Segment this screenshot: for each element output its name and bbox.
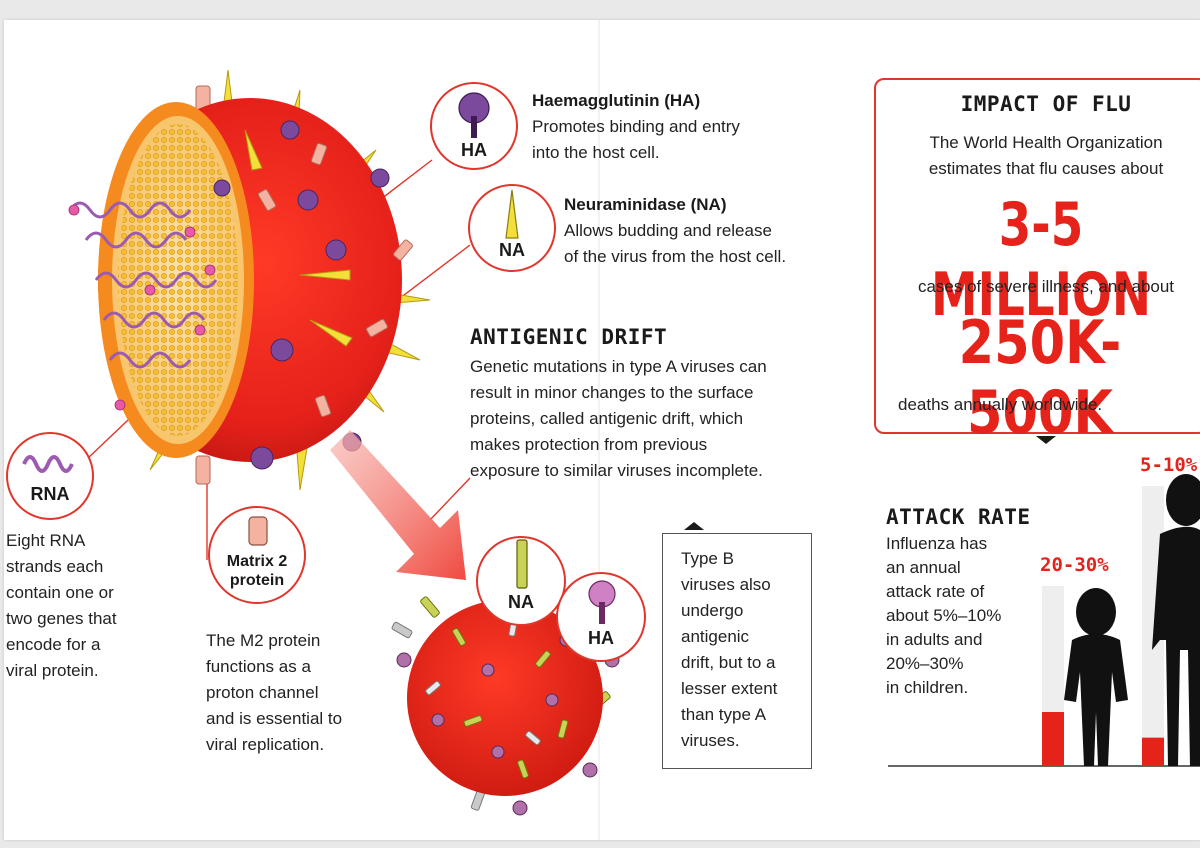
matrix2-icon bbox=[248, 516, 268, 546]
type-b-text-6: than type A bbox=[681, 705, 767, 724]
child-silhouette bbox=[1064, 588, 1128, 766]
haemagglutinin-line2: into the host cell. bbox=[532, 143, 660, 162]
rna-icon bbox=[22, 455, 74, 473]
na-icon bbox=[505, 189, 519, 239]
impact-big-deaths: 250K-500K bbox=[958, 308, 1122, 448]
type-b-text-5: lesser extent bbox=[681, 679, 778, 698]
rna-label: RNA bbox=[30, 484, 70, 504]
rna-callout: RNA bbox=[6, 432, 94, 520]
small-na-label: NA bbox=[508, 592, 534, 612]
child-bar-fill bbox=[1042, 712, 1064, 766]
rna-text-2: contain one or bbox=[6, 583, 114, 602]
attack-text-1: an annual bbox=[886, 558, 961, 577]
impact-mid: cases of severe illness, and about bbox=[917, 277, 1175, 296]
type-b-box: Type B viruses also undergo antigenic dr… bbox=[662, 533, 812, 769]
impact-line1: The World Health Organization bbox=[929, 133, 1163, 152]
rna-text-3: two genes that bbox=[6, 609, 117, 628]
rna-text-0: Eight RNA bbox=[6, 531, 86, 550]
rna-description: Eight RNA strands each contain one or tw… bbox=[6, 528, 156, 684]
small-na-callout: NA bbox=[476, 536, 566, 626]
small-ha-icon bbox=[588, 580, 616, 624]
m2-text-3: and is essential to bbox=[206, 709, 343, 728]
rna-text-4: encode for a bbox=[6, 635, 101, 654]
attack-text-4: in adults and bbox=[886, 630, 983, 649]
child-attack-percent: 20-30% bbox=[1040, 554, 1109, 576]
small-ha-label: HA bbox=[588, 628, 614, 648]
type-b-text-7: viruses. bbox=[681, 731, 740, 750]
m2-text-4: viral replication. bbox=[206, 735, 325, 754]
neuraminidase-line1: Allows budding and release bbox=[564, 221, 772, 240]
type-b-text-3: antigenic bbox=[681, 627, 750, 646]
type-b-pointer bbox=[684, 522, 704, 530]
impact-line2: estimates that flu causes about bbox=[928, 159, 1164, 178]
type-b-text-4: drift, but to a bbox=[681, 653, 776, 672]
adult-bar-fill bbox=[1142, 737, 1164, 766]
matrix2-label-line2: protein bbox=[229, 572, 285, 589]
attack-rate-title: ATTACK RATE bbox=[886, 505, 1031, 529]
impact-big-millions: 3-5 MILLION bbox=[930, 190, 1151, 330]
antigenic-drift-line-0: Genetic mutations in type A viruses can bbox=[470, 357, 767, 376]
page-fold bbox=[598, 20, 600, 840]
na-callout: NA bbox=[468, 184, 556, 272]
antigenic-drift-title: ANTIGENIC DRIFT bbox=[470, 325, 668, 349]
type-b-text-1: viruses also bbox=[681, 575, 771, 594]
small-na-icon bbox=[516, 539, 528, 589]
m2-description: The M2 protein functions as a proton cha… bbox=[206, 628, 386, 758]
adult-silhouette bbox=[1152, 474, 1200, 766]
ha-callout: HA bbox=[430, 82, 518, 170]
neuraminidase-line2: of the virus from the host cell. bbox=[564, 247, 787, 266]
ha-icon bbox=[458, 92, 490, 138]
rna-text-1: strands each bbox=[6, 557, 104, 576]
impact-box: IMPACT OF FLU The World Health Organizat… bbox=[874, 78, 1200, 448]
attack-rate-block: ATTACK RATE Influenza has an annual atta… bbox=[886, 502, 1046, 700]
matrix2-label: Matrix 2 protein bbox=[210, 552, 304, 590]
haemagglutinin-block: Haemagglutinin (HA) Promotes binding and… bbox=[532, 88, 832, 166]
antigenic-drift-block: ANTIGENIC DRIFT Genetic mutations in typ… bbox=[470, 322, 850, 484]
antigenic-drift-line-2: proteins, called antigenic drift, which bbox=[470, 409, 744, 428]
small-ha-callout: HA bbox=[556, 572, 646, 662]
attack-text-2: attack rate of bbox=[886, 582, 985, 601]
impact-title: IMPACT OF FLU bbox=[960, 92, 1132, 116]
impact-pointer bbox=[1036, 436, 1056, 444]
na-label: NA bbox=[499, 240, 525, 260]
small-virus bbox=[391, 596, 620, 816]
type-b-text-2: undergo bbox=[681, 601, 744, 620]
transition-arrow bbox=[330, 430, 466, 580]
attack-text-6: in children. bbox=[886, 678, 969, 697]
m2-text-2: proton channel bbox=[206, 683, 319, 702]
adult-attack-percent: 5-10% bbox=[1140, 454, 1198, 476]
antigenic-drift-line-4: exposure to similar viruses incomplete. bbox=[470, 461, 763, 480]
rna-beads bbox=[68, 204, 216, 411]
haemagglutinin-title: Haemagglutinin (HA) bbox=[532, 91, 701, 110]
m2-text-0: The M2 protein bbox=[206, 631, 321, 650]
matrix2-label-line1: Matrix 2 bbox=[226, 553, 288, 570]
antigenic-drift-line-3: makes protection from previous bbox=[470, 435, 708, 454]
attack-rate-graphic bbox=[888, 474, 1200, 767]
attack-text-5: 20%–30% bbox=[886, 654, 964, 673]
attack-text-3: about 5%–10% bbox=[886, 606, 1002, 625]
m2-text-1: functions as a bbox=[206, 657, 311, 676]
impact-end: deaths annually worldwide. bbox=[898, 395, 1103, 414]
attack-text-0: Influenza has bbox=[886, 534, 988, 553]
ha-label: HA bbox=[461, 140, 487, 160]
type-b-text-0: Type B bbox=[681, 549, 734, 568]
haemagglutinin-line1: Promotes binding and entry bbox=[532, 117, 740, 136]
neuraminidase-block: Neuraminidase (NA) Allows budding and re… bbox=[564, 192, 864, 270]
antigenic-drift-line-1: result in minor changes to the surface bbox=[470, 383, 754, 402]
rna-strands bbox=[68, 201, 218, 369]
matrix2-callout: Matrix 2 protein bbox=[208, 506, 306, 604]
neuraminidase-title: Neuraminidase (NA) bbox=[564, 195, 727, 214]
rna-text-5: viral protein. bbox=[6, 661, 99, 680]
